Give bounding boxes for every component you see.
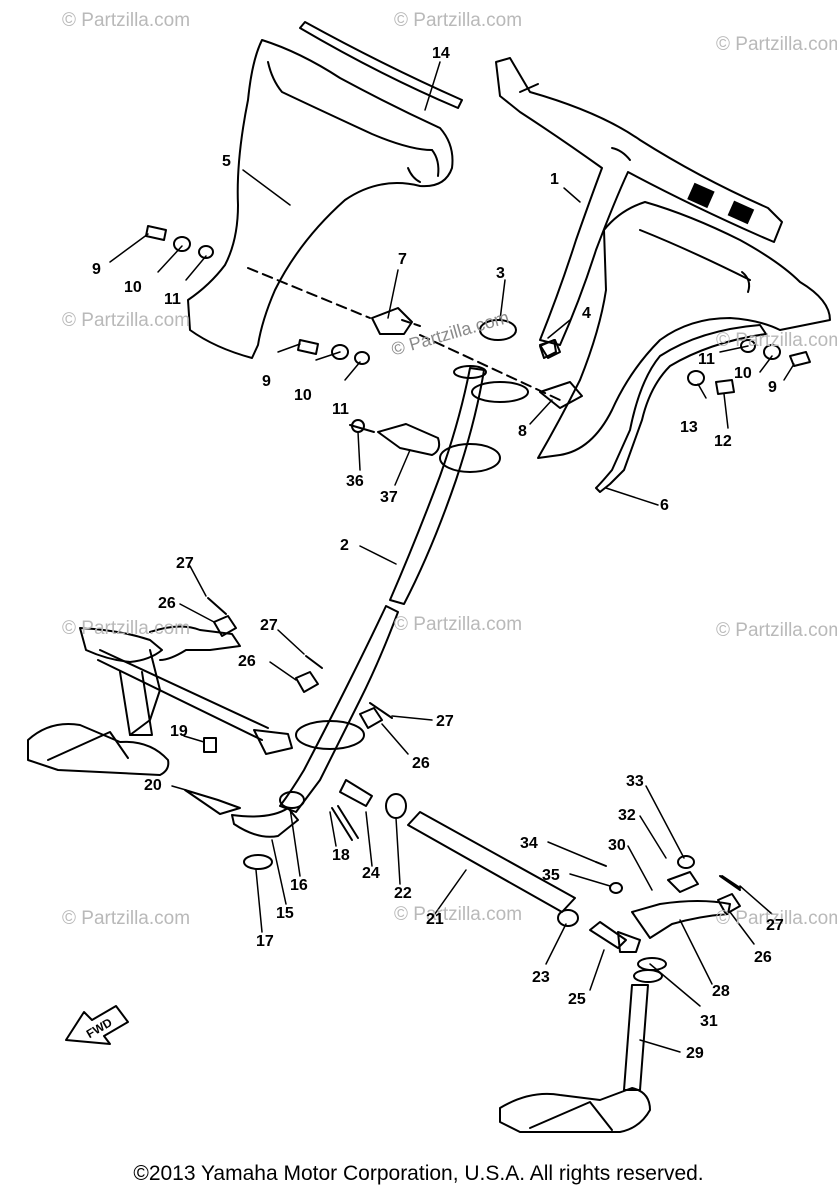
callout-35: 35 (542, 867, 560, 884)
left-tie-rod-part (97, 649, 293, 755)
callout-15: 15 (276, 905, 294, 922)
fasteners-part (145, 225, 811, 395)
callout-13: 13 (680, 419, 698, 436)
callout-17: 17 (256, 933, 274, 950)
fwd-arrow-icon (65, 1005, 129, 1045)
callout-37: 37 (380, 489, 398, 506)
callout-1: 1 (550, 171, 559, 188)
callout-31: 31 (700, 1013, 718, 1030)
callout-27: 27 (260, 617, 278, 634)
leader-lines (109, 61, 795, 1053)
right-ski-spindle-part (499, 984, 651, 1133)
link-arm-part (349, 419, 441, 456)
callout-33: 33 (626, 773, 644, 790)
callout-20: 20 (144, 777, 162, 794)
callout-7: 7 (398, 251, 407, 268)
callout-2: 2 (340, 537, 349, 554)
callout-11: 11 (164, 291, 181, 308)
copyright-notice: ©2013 Yamaha Motor Corporation, U.S.A. A… (133, 1162, 704, 1185)
pad-strip-part (299, 21, 463, 109)
watermark: © Partzilla.com (62, 908, 191, 929)
callout-10: 10 (734, 365, 752, 382)
watermark: © Partzilla.com (394, 614, 523, 635)
watermark: © Partzilla.com (62, 618, 191, 639)
callout-10: 10 (294, 387, 312, 404)
callout-8: 8 (518, 423, 527, 440)
callout-27: 27 (176, 555, 194, 572)
callout-18: 18 (332, 847, 350, 864)
callout-26: 26 (412, 755, 430, 772)
callout-23: 23 (532, 969, 550, 986)
callout-11: 11 (332, 401, 349, 418)
callout-27: 27 (436, 713, 454, 730)
callout-30: 30 (608, 837, 626, 854)
right-handlebar-cover-part (537, 201, 831, 459)
callout-3: 3 (496, 265, 505, 282)
callout-16: 16 (290, 877, 308, 894)
callout-27: 27 (766, 917, 784, 934)
watermark: © Partzilla.com (716, 34, 837, 55)
callout-10: 10 (124, 279, 142, 296)
callout-24: 24 (362, 865, 380, 882)
callout-32: 32 (618, 807, 636, 824)
left-ski-spindle-part (27, 625, 241, 776)
callout-26: 26 (158, 595, 176, 612)
callout-34: 34 (520, 835, 538, 852)
callout-9: 9 (92, 261, 101, 278)
callout-26: 26 (238, 653, 256, 670)
steering-column-part (279, 365, 501, 813)
cotter-pins-part (207, 597, 741, 889)
bracket-strip-part (595, 324, 767, 493)
callout-26: 26 (754, 949, 772, 966)
callout-28: 28 (712, 983, 730, 1000)
watermark: © Partzilla.com (394, 904, 523, 925)
callout-21: 21 (426, 911, 444, 928)
handlebar-part (495, 57, 783, 346)
watermark: © Partzilla.com (716, 908, 837, 929)
fwd-label: FWD (84, 1015, 115, 1041)
callout-4: 4 (582, 305, 591, 322)
callout-29: 29 (686, 1045, 704, 1062)
callout-11: 11 (698, 351, 715, 368)
callout-6: 6 (660, 497, 669, 514)
callout-36: 36 (346, 473, 364, 490)
watermark: © Partzilla.com (716, 620, 837, 641)
right-tie-rod-part (331, 779, 641, 953)
callout-9: 9 (768, 379, 777, 396)
watermark: © Partzilla.com (716, 330, 837, 351)
watermark: © Partzilla.com (62, 10, 191, 31)
callout-5: 5 (222, 153, 231, 170)
upper-brackets-part (247, 267, 583, 409)
lower-mount-part (184, 737, 305, 870)
callout-22: 22 (394, 885, 412, 902)
watermark: © Partzilla.com (394, 10, 523, 31)
callout-19: 19 (170, 723, 188, 740)
callout-12: 12 (714, 433, 732, 450)
callout-14: 14 (432, 45, 450, 62)
watermark: © Partzilla.com (62, 310, 191, 331)
callout-9: 9 (262, 373, 271, 390)
callout-25: 25 (568, 991, 586, 1008)
castle-nuts-part (213, 615, 741, 915)
